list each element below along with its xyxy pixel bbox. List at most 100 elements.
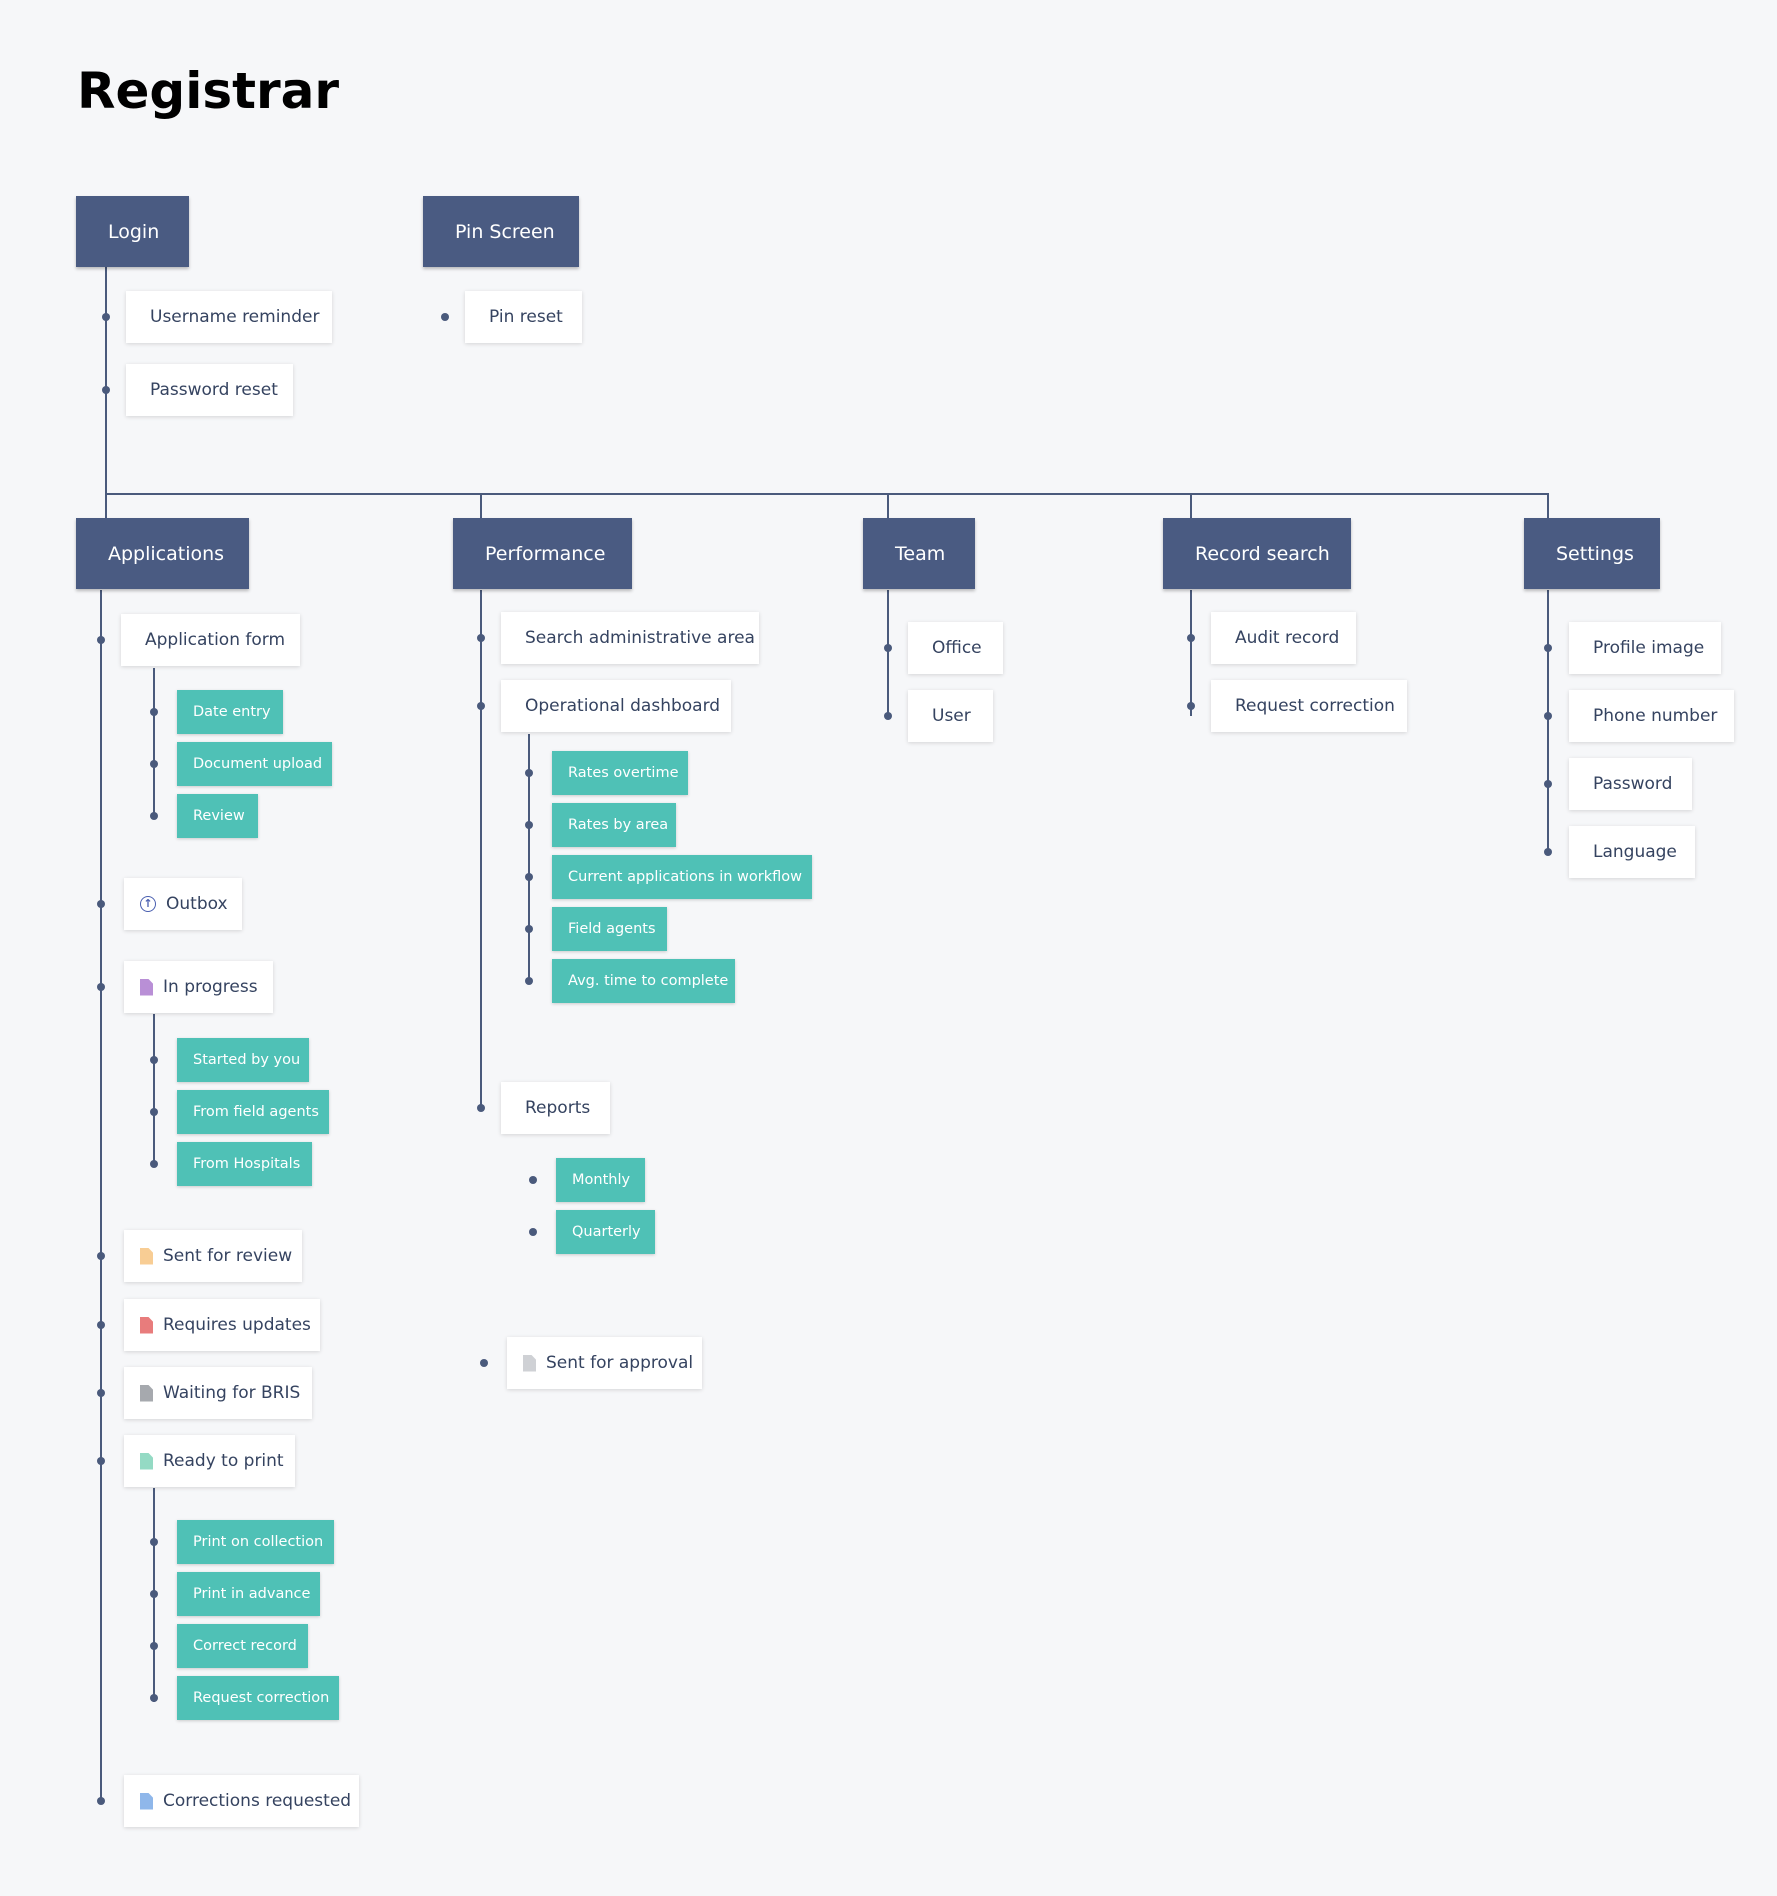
in-progress-connector (153, 1014, 155, 1165)
ready-to-print-label: Ready to print (163, 1451, 284, 1471)
document-icon (140, 1247, 153, 1265)
connector-dot (97, 1252, 105, 1260)
node-username-reminder: Username reminder (126, 291, 332, 343)
node-request-correction-app: Request correction (177, 1676, 339, 1720)
node-review: Review (177, 794, 258, 838)
connector-dot (477, 1104, 485, 1112)
node-correct-record: Correct record (177, 1624, 308, 1668)
connector-dot (150, 812, 158, 820)
connector-dot (1544, 780, 1552, 788)
node-login: Login (76, 196, 189, 267)
drop-team (887, 493, 889, 518)
node-print-in-advance: Print in advance (177, 1572, 320, 1616)
node-password-reset: Password reset (126, 364, 293, 416)
connector-dot (1544, 848, 1552, 856)
connector-dot (150, 760, 158, 768)
connector-dot (884, 644, 892, 652)
record-search-connector (1190, 590, 1192, 716)
corrections-requested-label: Corrections requested (163, 1791, 352, 1811)
node-ready-to-print: Ready to print (124, 1435, 295, 1487)
node-document-upload: Document upload (177, 742, 332, 786)
connector-dot (150, 1694, 158, 1702)
node-sent-for-approval: Sent for approval (507, 1337, 702, 1389)
node-record-search: Record search (1163, 518, 1351, 589)
node-request-correction-rs: Request correction (1211, 680, 1407, 732)
node-pin-screen: Pin Screen (423, 196, 579, 267)
node-performance: Performance (453, 518, 632, 589)
document-icon (140, 978, 153, 996)
node-reports: Reports (501, 1082, 610, 1134)
node-audit-record: Audit record (1211, 612, 1356, 664)
node-password: Password (1569, 758, 1692, 810)
connector-dot (150, 1056, 158, 1064)
node-print-on-collection: Print on collection (177, 1520, 334, 1564)
applications-connector (100, 590, 102, 1803)
node-operational-dashboard: Operational dashboard (501, 680, 731, 732)
connector-dot (525, 821, 533, 829)
connector-dot (884, 712, 892, 720)
performance-connector (480, 590, 482, 1108)
login-connector (105, 267, 107, 495)
connector-dot (150, 1590, 158, 1598)
node-search-admin-area: Search administrative area (501, 612, 759, 664)
connector-dot (97, 1457, 105, 1465)
node-monthly: Monthly (556, 1158, 645, 1202)
connector-dot (150, 708, 158, 716)
node-avg-time: Avg. time to complete (552, 959, 735, 1003)
connector-dot (97, 900, 105, 908)
application-form-connector (153, 668, 155, 816)
document-icon (140, 1316, 153, 1334)
connector-dot (97, 983, 105, 991)
node-applications: Applications (76, 518, 249, 589)
connector-dot (102, 386, 110, 394)
drop-applications (105, 493, 107, 518)
sent-for-approval-label: Sent for approval (546, 1353, 694, 1373)
drop-performance (480, 493, 482, 518)
connector-dot (480, 1359, 488, 1367)
connector-dot (102, 313, 110, 321)
node-from-field-agents: From field agents (177, 1090, 329, 1134)
connector-dot (150, 1642, 158, 1650)
node-waiting-for-bris: Waiting for BRIS (124, 1367, 312, 1419)
connector-dot (97, 1321, 105, 1329)
document-icon (140, 1452, 153, 1470)
connector-dot (150, 1108, 158, 1116)
settings-connector (1547, 590, 1549, 854)
document-icon (140, 1384, 153, 1402)
node-outbox: ↑ Outbox (124, 878, 242, 930)
node-corrections-requested: Corrections requested (124, 1775, 359, 1827)
requires-updates-label: Requires updates (163, 1315, 311, 1335)
document-icon (523, 1354, 536, 1372)
node-from-hospitals: From Hospitals (177, 1142, 312, 1186)
upload-circle-icon: ↑ (140, 896, 156, 912)
node-language: Language (1569, 826, 1695, 878)
node-office: Office (908, 622, 1003, 674)
node-in-progress: In progress (124, 961, 273, 1013)
node-profile-image: Profile image (1569, 622, 1721, 674)
node-settings: Settings (1524, 518, 1660, 589)
node-quarterly: Quarterly (556, 1210, 655, 1254)
outbox-label: Outbox (166, 894, 228, 914)
connector-dot (150, 1538, 158, 1546)
node-pin-reset: Pin reset (465, 291, 582, 343)
connector-dot (525, 925, 533, 933)
node-phone-number: Phone number (1569, 690, 1734, 742)
connector-dot (477, 634, 485, 642)
node-rates-by-area: Rates by area (552, 803, 676, 847)
connector-dot (529, 1228, 537, 1236)
node-current-applications: Current applications in workflow (552, 855, 812, 899)
connector-dot (441, 313, 449, 321)
node-started-by-you: Started by you (177, 1038, 309, 1082)
connector-dot (1544, 712, 1552, 720)
drop-record-search (1190, 493, 1192, 518)
team-connector (887, 590, 889, 716)
connector-dot (150, 1160, 158, 1168)
sent-for-review-label: Sent for review (163, 1246, 293, 1266)
node-date-entry: Date entry (177, 690, 283, 734)
connector-dot (97, 1797, 105, 1805)
node-sent-for-review: Sent for review (124, 1230, 302, 1282)
root-bus (105, 493, 1549, 495)
node-team: Team (863, 518, 975, 589)
connector-dot (525, 769, 533, 777)
